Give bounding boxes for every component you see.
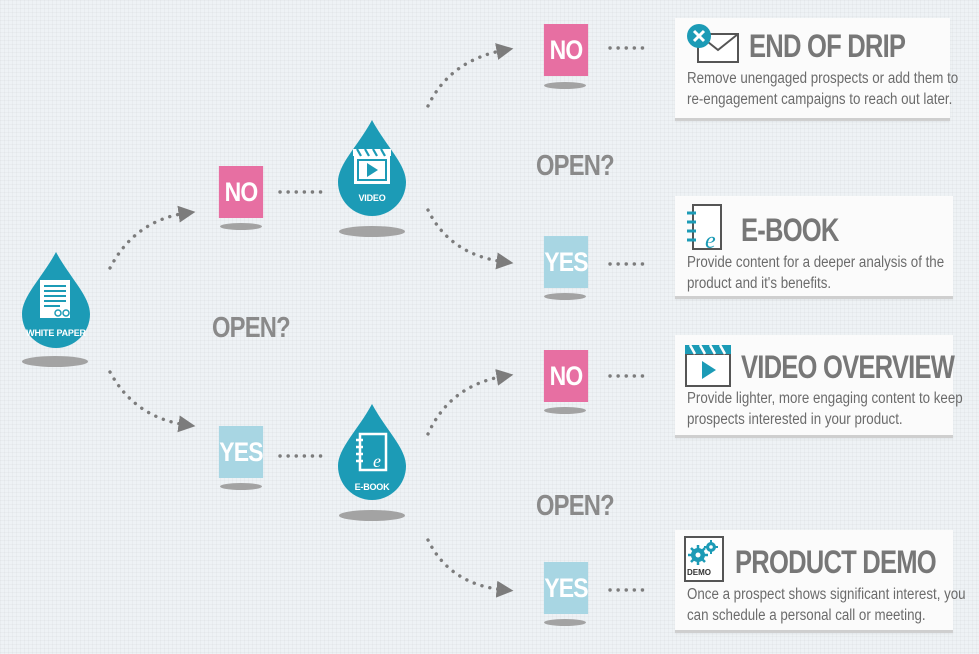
card-description-line: prospects interested in your product. (687, 411, 903, 428)
shadow-ebook (339, 510, 405, 521)
shadow-yes-2 (544, 293, 586, 300)
card-title: PRODUCT DEMO (735, 544, 937, 580)
answer-no-2: NO (543, 24, 589, 76)
ebook-label: E-BOOK (354, 482, 390, 492)
answer-yes-2: YES (543, 236, 589, 288)
white-paper-drop-icon (22, 252, 90, 348)
answer-yes-1: YES (218, 426, 264, 478)
card-description-line: product and it's benefits. (687, 275, 832, 292)
ebook-node: e E-BOOK (336, 402, 408, 500)
question-label-1: OPEN? (212, 312, 291, 344)
svg-text:e: e (373, 451, 381, 471)
shadow-video (339, 226, 405, 237)
card-product-demo: DEMO PRODUCT DEMO Once a prospect shows … (675, 530, 966, 633)
shadow-yes-3 (544, 619, 586, 626)
answer-no-1: NO (218, 166, 264, 218)
video-label: VIDEO (358, 193, 386, 203)
video-node: VIDEO (336, 118, 408, 216)
card-title: VIDEO OVERVIEW (741, 349, 955, 385)
svg-text:e: e (705, 228, 716, 254)
card-description-line: re-engagement campaigns to reach out lat… (687, 91, 953, 108)
video-drop-icon (338, 120, 406, 216)
shadow-no-1 (220, 223, 262, 230)
ebook-icon: e (687, 204, 722, 254)
card-title: END OF DRIP (749, 28, 906, 64)
card-description-line: Once a prospect shows significant intere… (687, 586, 966, 603)
connector-ebook-no (426, 368, 514, 436)
connector-ebook-yes (426, 538, 514, 598)
card-title: E-BOOK (741, 212, 839, 248)
ebook-drop-icon: e (338, 404, 406, 500)
shadow-white-paper (22, 356, 88, 367)
connector-video-no (426, 43, 514, 108)
demo-icon-label: DEMO (687, 568, 711, 577)
video-clapper-icon (685, 344, 731, 387)
envelope-close-icon (687, 24, 739, 63)
card-end-of-drip: END OF DRIP Remove unengaged prospects o… (675, 18, 958, 121)
question-label-2: OPEN? (536, 150, 615, 182)
connector-wp-no (108, 205, 196, 270)
white-paper-node: WHITE PAPER (20, 250, 92, 348)
card-ebook: e E-BOOK Provide content for a deeper an… (675, 196, 953, 299)
card-video-overview: VIDEO OVERVIEW Provide lighter, more eng… (675, 335, 963, 438)
card-description-line: Remove unengaged prospects or add them t… (687, 70, 959, 87)
white-paper-label: WHITE PAPER (26, 328, 86, 338)
shadow-yes-1 (220, 483, 262, 490)
connector-video-yes (426, 208, 514, 270)
demo-gears-icon (684, 536, 724, 582)
question-label-3: OPEN? (536, 490, 615, 522)
shadow-no-2 (544, 82, 586, 89)
card-description-line: Provide lighter, more engaging content t… (687, 390, 963, 407)
card-description-line: can schedule a personal call or meeting. (687, 607, 926, 624)
connector-wp-yes (108, 370, 196, 433)
shadow-no-3 (544, 407, 586, 414)
answer-yes-3: YES (543, 562, 589, 614)
answer-no-3: NO (543, 350, 589, 402)
card-description-line: Provide content for a deeper analysis of… (687, 254, 945, 271)
